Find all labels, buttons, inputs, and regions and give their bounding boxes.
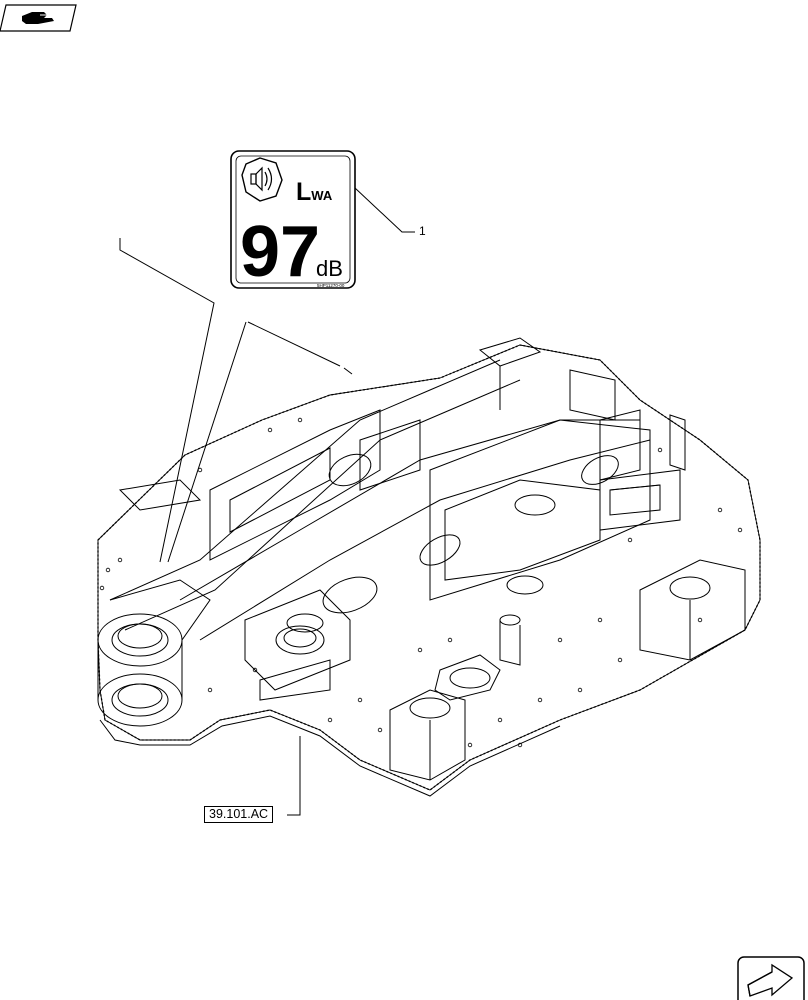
lwa-symbol: LWA	[296, 178, 333, 206]
leader-lines	[119, 187, 415, 816]
decal-part-code: 5HP11270-00	[317, 283, 345, 288]
loudspeaker-icon	[241, 157, 283, 202]
bolt-holes	[99, 417, 743, 748]
pointing-hand-icon[interactable]	[0, 4, 77, 32]
next-page-arrow-icon[interactable]	[737, 956, 805, 1000]
upper-frame	[97, 337, 761, 797]
sound-level-value: 97	[240, 212, 320, 292]
item-callout-number: 1	[419, 224, 426, 238]
noise-level-decal: LWA 97 dB 5HP11270-00	[230, 150, 356, 292]
section-reference-box[interactable]: 39.101.AC	[204, 806, 274, 823]
sound-level-unit: dB	[316, 256, 343, 281]
